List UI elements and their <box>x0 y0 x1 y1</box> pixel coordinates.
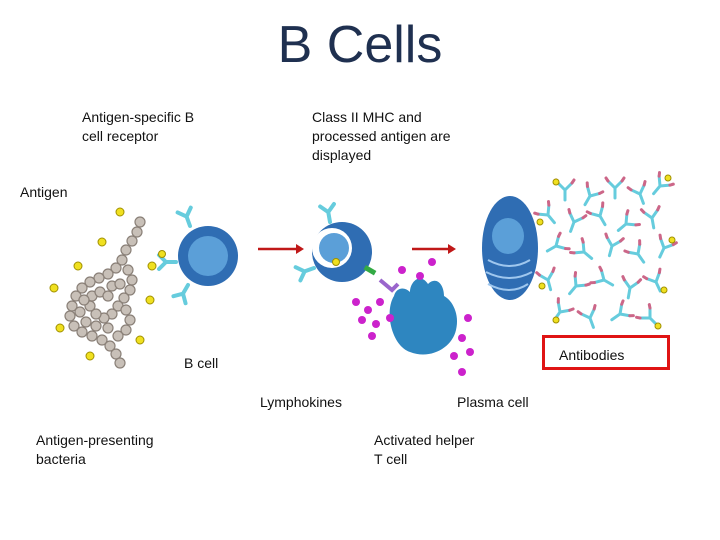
antigen-presenting-bacteria-label: Antigen-presenting bacteria <box>36 432 154 467</box>
antibodies-highlight-box <box>542 335 670 370</box>
bacteria-chain <box>64 216 146 369</box>
b-cell <box>157 205 238 306</box>
lymphokines <box>352 258 474 376</box>
lymphokines-label: Lymphokines <box>260 394 342 410</box>
activated-helper-t-cell-label: Activated helper T cell <box>374 432 475 467</box>
mhc-display-label: Class II MHC and processed antigen are d… <box>312 109 451 163</box>
b-cell-label: B cell <box>184 355 219 371</box>
processing-b-cell <box>293 202 377 283</box>
plasma-cell <box>482 196 538 300</box>
plasma-cell-label: Plasma cell <box>457 394 529 410</box>
arrows <box>258 244 456 254</box>
antibody-antigens <box>536 174 676 330</box>
antigen-specific-receptor-label: Antigen-specific B cell receptor <box>82 109 195 144</box>
bacteria-antigens <box>49 207 157 361</box>
antibodies <box>533 171 678 333</box>
antigen-label: Antigen <box>20 184 68 200</box>
page-title: B Cells <box>277 16 443 74</box>
antibodies-label: Antibodies <box>559 347 625 363</box>
helper-t-cell <box>378 278 458 355</box>
